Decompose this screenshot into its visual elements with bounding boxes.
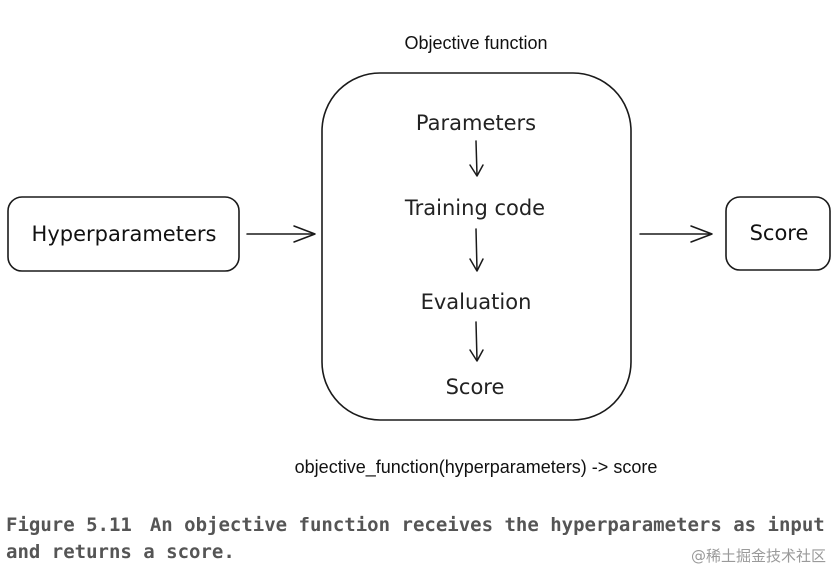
output-node: Score xyxy=(725,196,831,271)
input-node-label: Hyperparameters xyxy=(32,222,217,246)
step-parameters: Parameters xyxy=(416,111,536,135)
step-training-code: Training code xyxy=(404,196,545,220)
step-arrow-1 xyxy=(469,140,484,177)
diagram-title: Objective function xyxy=(404,33,547,53)
step-arrow-2 xyxy=(469,228,484,272)
step-evaluation: Evaluation xyxy=(421,290,532,314)
function-signature: objective_function(hyperparameters) -> s… xyxy=(295,457,658,478)
output-arrow xyxy=(639,225,713,243)
output-node-box xyxy=(725,196,831,271)
figure-number: Figure 5.11 xyxy=(6,514,132,536)
input-arrow xyxy=(246,225,316,243)
watermark: @稀土掘金技术社区 xyxy=(690,547,826,565)
input-node-box xyxy=(7,196,240,272)
figure-caption-text: An objective function receives the hyper… xyxy=(6,514,825,563)
step-score: Score xyxy=(446,375,505,399)
input-node: Hyperparameters xyxy=(7,196,240,272)
objective-function-box xyxy=(321,72,632,421)
step-arrow-3 xyxy=(469,321,484,362)
output-node-label: Score xyxy=(750,221,809,245)
